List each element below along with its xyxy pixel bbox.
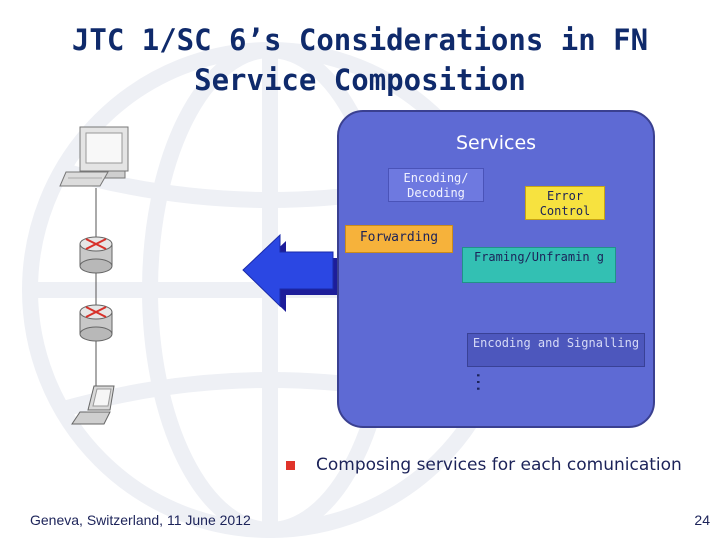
title-line-1: JTC 1/SC 6’s Considerations in FN <box>71 23 649 57</box>
service-encoding-decoding: Encoding/ Decoding <box>388 168 484 202</box>
more-services-ellipsis: … <box>472 372 496 392</box>
laptop-icon <box>71 385 115 425</box>
router-icon <box>79 304 113 342</box>
slide-title: JTC 1/SC 6’s Considerations in FN Servic… <box>20 20 700 100</box>
left-arrow-icon <box>242 233 339 312</box>
service-encoding-signalling: Encoding and Signalling <box>467 333 645 367</box>
services-heading: Services <box>455 132 537 154</box>
footer-location-date: Geneva, Switzerland, 11 June 2012 <box>30 512 251 528</box>
service-error-control: Error Control <box>525 186 605 220</box>
service-framing-unframing: Framing/Unframin g <box>462 247 616 283</box>
slide-caption: Composing services for each comunication <box>316 455 682 475</box>
page-number: 24 <box>694 512 710 528</box>
desktop-computer-icon <box>59 126 129 187</box>
bullet-square-icon <box>286 461 295 470</box>
router-icon <box>79 236 113 274</box>
service-forwarding: Forwarding <box>345 225 453 253</box>
title-line-2: Service Composition <box>194 63 526 97</box>
